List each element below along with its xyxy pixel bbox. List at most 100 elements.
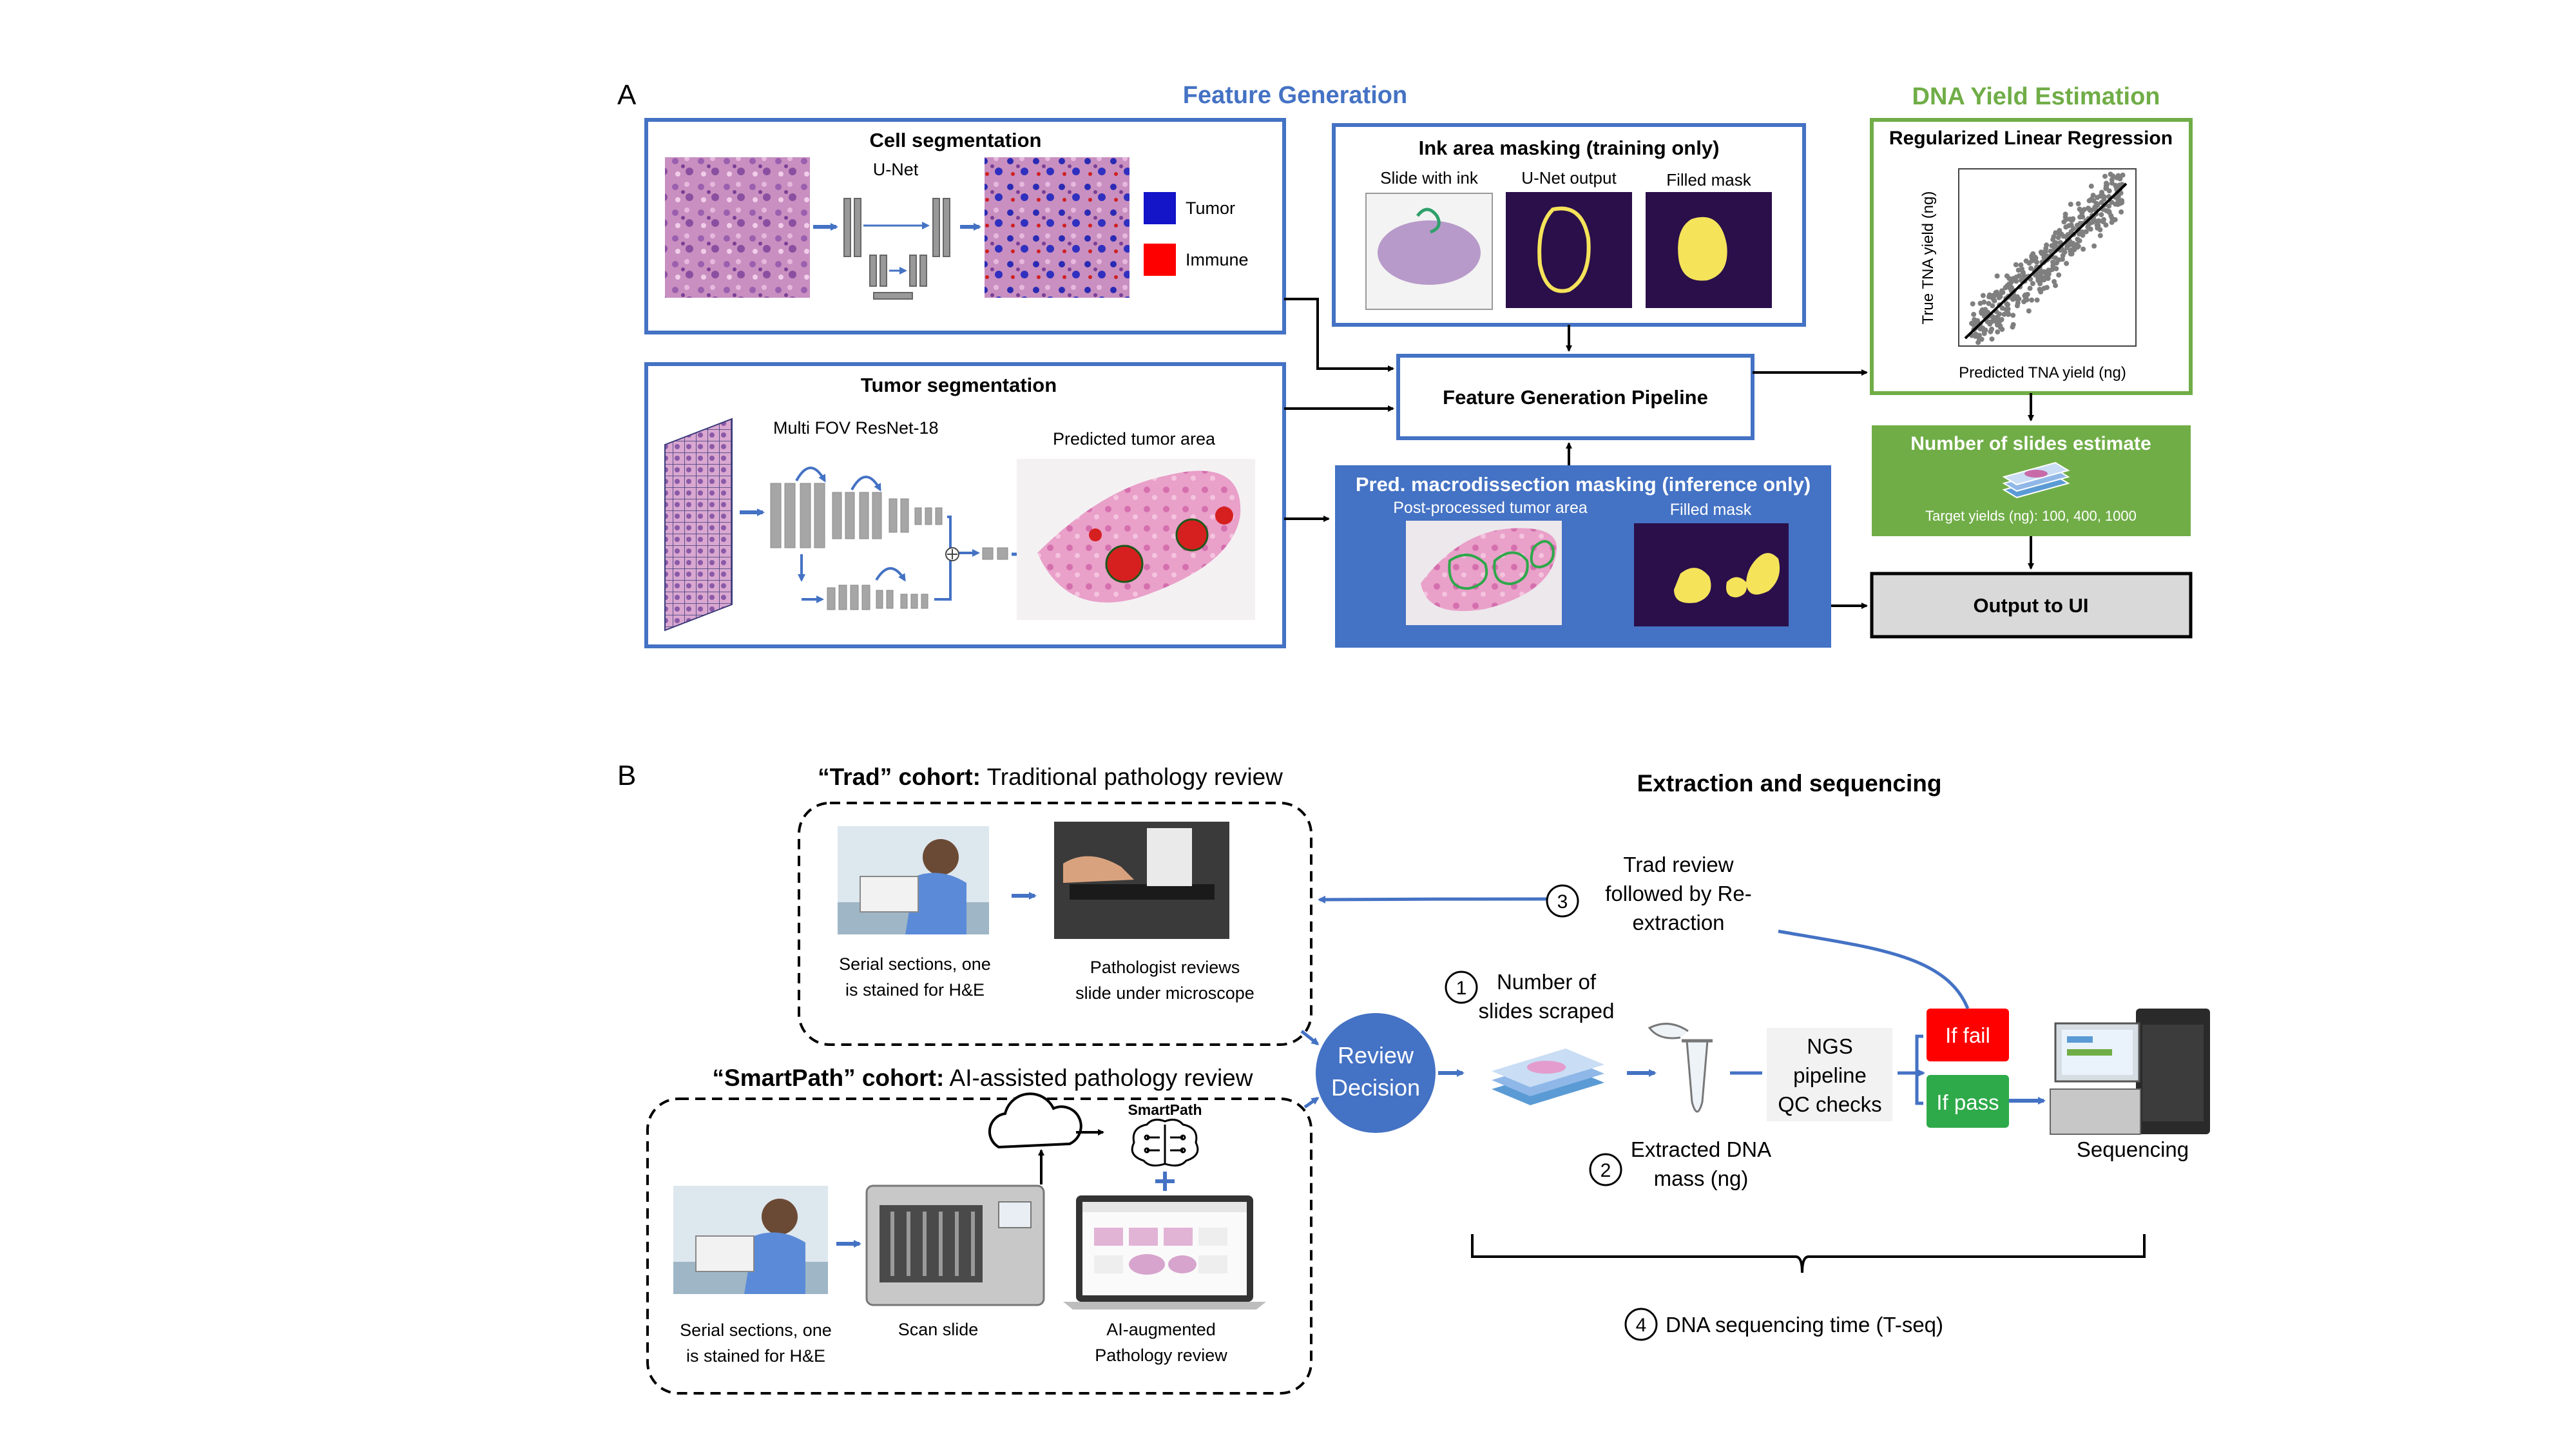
scatter-point: [1980, 293, 1986, 298]
slides-estimate-title: Number of slides estimate: [1910, 433, 2151, 454]
segmented-tile-image: [985, 157, 1129, 298]
trad-to-decision-arrow: [1300, 1030, 1320, 1045]
ink-mark: [1416, 208, 1441, 234]
scatter-point: [1996, 295, 2002, 300]
step-1-marker: [1445, 971, 1478, 1004]
skip-arrow-1: [795, 467, 826, 483]
scatter-point: [2048, 248, 2053, 254]
ink-masking-title: Ink area masking (training only): [1419, 137, 1720, 159]
scatter-point: [2043, 249, 2048, 255]
scatter-point: [2062, 211, 2068, 217]
scatter-point: [1970, 301, 1975, 307]
scatter-point: [2108, 171, 2113, 177]
scatter-point: [2066, 223, 2071, 229]
scatter-point: [1986, 300, 1992, 306]
scatter-point: [1985, 319, 1990, 324]
skip-arrow-3: [875, 567, 906, 582]
scatter-point: [2017, 273, 2022, 278]
scatter-point: [2035, 278, 2041, 284]
tumor-region-4: [1089, 528, 1102, 541]
smart-cohort-title: “SmartPath” cohort: AI-assisted patholog…: [713, 1065, 1253, 1091]
cell-segmentation-box: Cell segmentation U-Net Tumor Immune: [644, 118, 1286, 334]
scatter-point: [2091, 217, 2097, 222]
macro-label-post: Post-processed tumor area: [1393, 499, 1588, 517]
skip-arrow-2: [851, 476, 881, 492]
smart-lab-photo: [673, 1186, 828, 1294]
trad-caption-1-line-1: Serial sections, one: [839, 954, 991, 974]
smartpath-brain-icon: [1131, 1118, 1199, 1167]
scatter-point: [2024, 297, 2030, 303]
scatter-point: [2023, 258, 2029, 264]
scatter-point: [1983, 307, 1988, 313]
trad-caption-2-line-1: Pathologist reviews: [1090, 958, 1240, 977]
scatter-point: [1992, 298, 1997, 304]
smart-caption-1-line-2: is stained for H&E: [686, 1346, 825, 1366]
scatter-point: [2014, 303, 2020, 309]
immune-legend-swatch: [1144, 244, 1176, 276]
step-3-number: 3: [1557, 891, 1568, 913]
ngs-fail-branch: [1915, 1034, 1923, 1073]
macro-mask-blob-3: [1746, 553, 1780, 595]
step-1-number: 1: [1456, 978, 1467, 999]
scatter-point: [2119, 200, 2125, 206]
scatter-point: [1997, 323, 2003, 329]
ngs-box: [1767, 1028, 1892, 1121]
smart-caption-3-line-2: Pathology review: [1095, 1346, 1227, 1365]
cell-segmentation-title: Cell segmentation: [870, 129, 1042, 151]
step-1-line-2: slides scraped: [1479, 999, 1615, 1023]
macro-label-filled: Filled mask: [1670, 501, 1752, 519]
step-3-line-3: extraction: [1632, 911, 1724, 934]
scatter-point: [2057, 227, 2062, 233]
scatter-point: [2081, 246, 2086, 252]
smart-cohort-box: [646, 1097, 1312, 1395]
scatter-point: [2061, 249, 2067, 255]
smart-caption-3-line-1: AI-augmented: [1106, 1320, 1216, 1339]
scatter-point: [2061, 219, 2067, 225]
smartpath-logo-text: SmartPath: [1128, 1101, 1202, 1118]
trad-lab-photo: [838, 826, 989, 934]
scatter-point: [2106, 188, 2112, 194]
unet-diagram: [843, 198, 950, 300]
scatter-point: [2018, 262, 2024, 268]
target-yields-label: Target yields (ng): 100, 400, 1000: [1925, 508, 2137, 524]
trad-caption-2-line-2: slide under microscope: [1075, 983, 1254, 1003]
scatter-point: [2024, 291, 2030, 297]
scatter-point: [1977, 326, 1983, 332]
macro-mask-blob-2: [1726, 577, 1747, 597]
scatter-point: [2119, 209, 2124, 215]
feature-pipeline-label: Feature Generation Pipeline: [1443, 386, 1708, 409]
scatter-point: [2109, 199, 2115, 205]
scatter-point: [1990, 303, 1995, 309]
scatter-point: [2100, 219, 2106, 225]
scatter-point: [2041, 269, 2047, 275]
if-fail-label: If fail: [1945, 1023, 1990, 1047]
trad-cohort-title-bold: “Trad” cohort:: [818, 764, 981, 790]
ink-label-slide: Slide with ink: [1380, 168, 1479, 188]
scatter-point: [2037, 273, 2043, 279]
scatter-point: [2087, 208, 2093, 213]
unet-label: U-Net: [873, 160, 919, 179]
scatter-point: [2091, 243, 2097, 249]
sequencing-time-brace: [1471, 1234, 2146, 1273]
scatter-point: [1973, 331, 1979, 337]
scatter-point: [2106, 203, 2112, 209]
if-pass-label: If pass: [1936, 1090, 1999, 1114]
resnet-diagram: [770, 483, 1008, 610]
post-processed-contour-3: [1530, 540, 1555, 569]
feature-generation-title: Feature Generation: [1183, 82, 1407, 109]
scatter-point: [2075, 201, 2081, 207]
fail-to-trad-curve: [1778, 929, 1970, 1009]
scatter-point: [2027, 285, 2033, 291]
step-2-line-2: mass (ng): [1654, 1166, 1749, 1190]
sequencing-label: Sequencing: [2077, 1137, 2189, 1161]
scatter-point: [2026, 308, 2032, 314]
immune-legend-label: Immune: [1186, 250, 1249, 269]
concat-plus: [947, 549, 957, 559]
scatter-point: [2008, 279, 2014, 285]
macrodissection-box: Pred. macrodissection masking (inference…: [1335, 465, 1831, 648]
tumor-region-1: [1105, 545, 1144, 583]
he-tile-image: [665, 157, 810, 298]
scatter-point: [2065, 232, 2071, 238]
scatter-point: [2083, 229, 2089, 235]
